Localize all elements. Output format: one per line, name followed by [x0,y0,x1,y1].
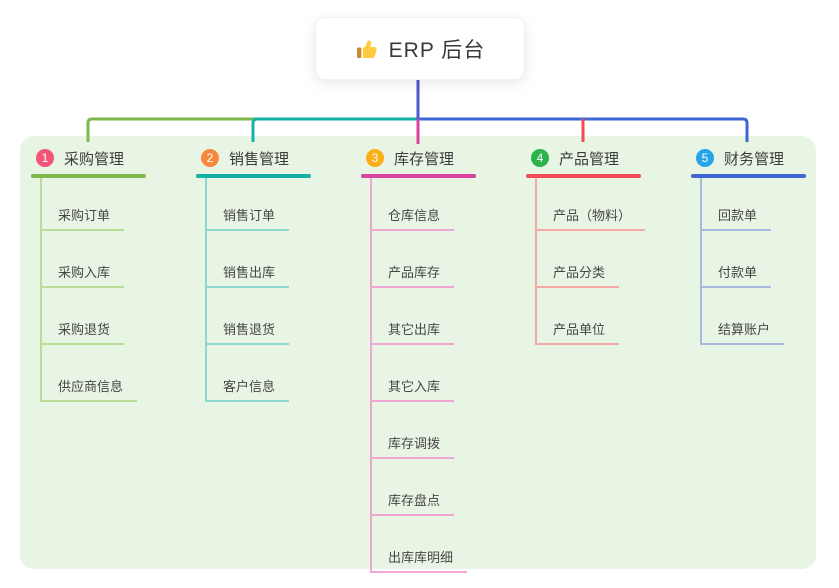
child-node-label: 结算账户 [718,322,771,337]
branch-number-badge: 5 [696,149,714,167]
branch: 4 产品管理 产品（物料） 产品分类产品单位 [526,147,688,345]
child-node[interactable]: 产品分类 [537,231,620,288]
child-node-label: 客户信息 [223,379,276,394]
child-node-label: 产品分类 [553,265,606,280]
child-node[interactable]: 客户信息 [207,345,290,402]
child-node-label: 供应商信息 [58,379,124,394]
child-node[interactable]: 结算账户 [702,288,785,345]
child-node[interactable]: 采购订单 [42,178,125,231]
child-node-label: 销售订单 [223,208,276,223]
child-node-label: 付款单 [718,265,758,280]
branch-children: 仓库信息产品库存其它出库其它入库库存调拨库存盘点出库库明细 [370,178,468,573]
child-node[interactable]: 其它入库 [372,345,455,402]
branch-number-badge: 3 [366,149,384,167]
child-node-label: 回款单 [718,208,758,223]
child-node[interactable]: 其它出库 [372,288,455,345]
child-node[interactable]: 产品单位 [537,288,620,345]
branch-node[interactable]: 2 销售管理 [196,147,358,169]
branch: 3 库存管理 仓库信息产品库存其它出库其它入库库存调拨库存盘点出库库明细 [361,147,523,573]
branch-node[interactable]: 1 采购管理 [31,147,193,169]
branch-children: 销售订单销售出库销售退货客户信息 [205,178,290,402]
branch-underline [196,174,311,178]
child-node[interactable]: 产品库存 [372,231,455,288]
branch: 2 销售管理 销售订单销售出库销售退货客户信息 [196,147,358,402]
branch-node[interactable]: 5 财务管理 [691,147,839,169]
root-node-erp[interactable]: ERP 后台 [315,17,525,80]
branch-children: 产品（物料） 产品分类产品单位 [535,178,646,345]
child-node-label: 产品（物料） [553,208,632,223]
branch-underline [31,174,146,178]
child-node-label: 库存调拨 [388,436,441,451]
branch-label: 采购管理 [64,150,125,168]
child-node-label: 库存盘点 [388,493,441,508]
child-node-label: 产品库存 [388,265,441,280]
child-node[interactable]: 产品（物料） [537,178,646,231]
child-node-label: 销售退货 [223,322,276,337]
branch-children: 采购订单采购入库采购退货供应商信息 [40,178,138,402]
child-node[interactable]: 库存调拨 [372,402,455,459]
child-node[interactable]: 供应商信息 [42,345,138,402]
child-node[interactable]: 销售出库 [207,231,290,288]
thumbs-up-icon [356,40,377,58]
branch-underline [361,174,476,178]
child-node[interactable]: 采购入库 [42,231,125,288]
mindmap-canvas-panel [20,136,816,569]
child-node-label: 采购入库 [58,265,111,280]
child-node-label: 销售出库 [223,265,276,280]
branch-label: 库存管理 [394,150,455,168]
branch-underline [691,174,806,178]
branch-node[interactable]: 3 库存管理 [361,147,523,169]
child-node-label: 产品单位 [553,322,606,337]
branch: 1 采购管理 采购订单采购入库采购退货供应商信息 [31,147,193,402]
child-node-label: 仓库信息 [388,208,441,223]
child-node-label: 其它入库 [388,379,441,394]
child-node[interactable]: 库存盘点 [372,459,455,516]
branch-underline [526,174,641,178]
child-node-label: 采购订单 [58,208,111,223]
child-node[interactable]: 付款单 [702,231,772,288]
child-node-label: 出库库明细 [388,550,454,565]
branch-label: 销售管理 [229,150,290,168]
branch: 5 财务管理 回款单付款单结算账户 [691,147,839,345]
branch-label: 产品管理 [559,150,620,168]
child-node[interactable]: 销售退货 [207,288,290,345]
branch-number-badge: 2 [201,149,219,167]
branch-children: 回款单付款单结算账户 [700,178,785,345]
child-node[interactable]: 仓库信息 [372,178,455,231]
child-node[interactable]: 回款单 [702,178,772,231]
child-node[interactable]: 销售订单 [207,178,290,231]
branch-node[interactable]: 4 产品管理 [526,147,688,169]
child-node-label: 采购退货 [58,322,111,337]
child-node-label: 其它出库 [388,322,441,337]
child-node[interactable]: 采购退货 [42,288,125,345]
root-node-title: ERP 后台 [388,38,486,62]
branch-label: 财务管理 [724,150,785,168]
branch-number-badge: 4 [531,149,549,167]
child-node[interactable]: 出库库明细 [372,516,468,573]
branch-number-badge: 1 [36,149,54,167]
